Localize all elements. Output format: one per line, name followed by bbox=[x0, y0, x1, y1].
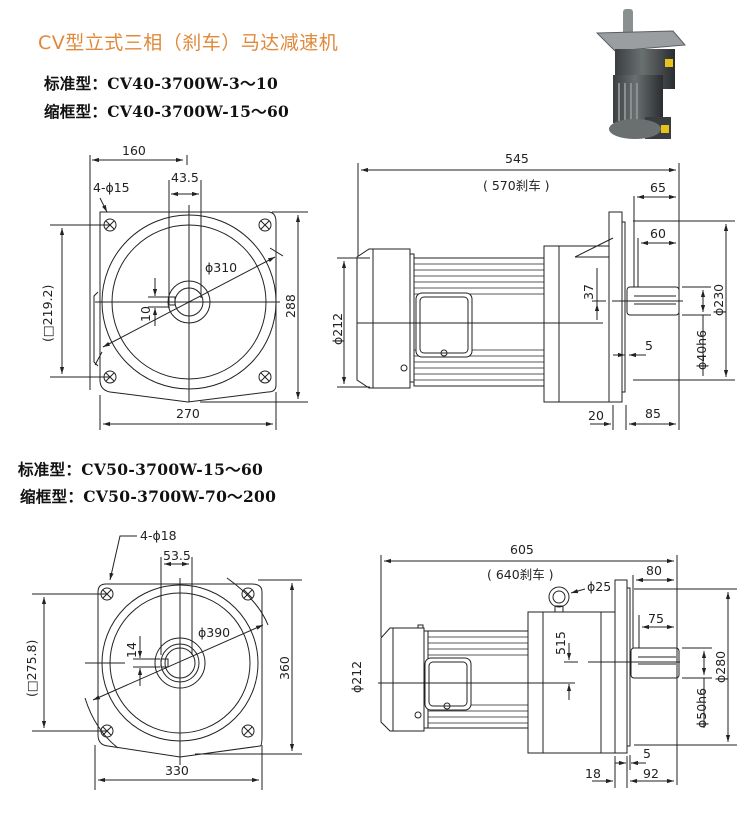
dim-phi25: ϕ25 bbox=[587, 579, 612, 594]
dim-288: 288 bbox=[283, 294, 298, 318]
dim-phi212-bottom: ϕ212 bbox=[349, 660, 364, 693]
dim-640-brake: ( 640刹车 ) bbox=[487, 567, 554, 582]
label-holes-4-phi15: 4-ϕ15 bbox=[93, 180, 130, 195]
dim-18: 18 bbox=[585, 766, 601, 781]
dim-phi50h6: ϕ50h6 bbox=[694, 687, 709, 728]
dim-605: 605 bbox=[510, 542, 534, 557]
dim-5-top: 5 bbox=[645, 338, 653, 353]
dim-phi212: ϕ212 bbox=[330, 312, 345, 345]
dim-20: 20 bbox=[588, 408, 604, 423]
top-side-view bbox=[337, 163, 735, 430]
model-compact-cv50: 缩框型：CV50-3700W-70～200 bbox=[20, 487, 277, 506]
dim-92: 92 bbox=[643, 766, 659, 781]
model-standard-cv50: 标准型：CV50-3700W-15～60 bbox=[18, 460, 264, 479]
top-front-view bbox=[50, 155, 308, 430]
model-compact-cv40: 缩框型：CV40-3700W-15～60 bbox=[44, 102, 290, 121]
dim-160: 160 bbox=[122, 143, 146, 158]
dim-60: 60 bbox=[650, 226, 666, 241]
bottom-front-view bbox=[32, 535, 302, 790]
bolt-holes bbox=[100, 587, 255, 738]
dim-75: 75 bbox=[648, 611, 664, 626]
dim-330: 330 bbox=[165, 763, 189, 778]
gear-motor-photo-icon bbox=[595, 9, 687, 139]
dim-10: 10 bbox=[138, 306, 153, 322]
dim-360: 360 bbox=[277, 656, 292, 680]
bolt-holes bbox=[103, 218, 272, 384]
page-title: CV型立式三相（刹车）马达减速机 bbox=[38, 32, 339, 54]
dim-phi280: ϕ280 bbox=[713, 650, 728, 683]
dim-53-5: 53.5 bbox=[163, 548, 191, 563]
model-standard-cv40: 标准型：CV40-3700W-3～10 bbox=[44, 74, 279, 93]
label-holes-4-phi18: 4-ϕ18 bbox=[140, 528, 177, 543]
dim-phi310: ϕ310 bbox=[205, 260, 238, 275]
dim-270: 270 bbox=[176, 406, 200, 421]
dim-37: 37 bbox=[581, 284, 596, 300]
dim-275-8: (□275.8) bbox=[24, 639, 39, 697]
dim-545: 545 bbox=[505, 151, 529, 166]
dim-phi40h6: ϕ40h6 bbox=[694, 329, 709, 370]
dim-phi390: ϕ390 bbox=[198, 625, 231, 640]
bottom-side-view bbox=[378, 555, 737, 788]
dim-5-bottom: 5 bbox=[643, 746, 651, 761]
dim-85: 85 bbox=[645, 406, 661, 421]
dim-phi230: ϕ230 bbox=[711, 283, 726, 316]
dim-515: 515 bbox=[553, 631, 568, 655]
dim-65: 65 bbox=[650, 180, 666, 195]
dim-570-brake: ( 570刹车 ) bbox=[483, 178, 550, 193]
dim-80: 80 bbox=[646, 563, 662, 578]
dim-14: 14 bbox=[124, 642, 139, 658]
dim-43-5: 43.5 bbox=[171, 170, 199, 185]
dim-219-2: (□219.2) bbox=[40, 284, 55, 342]
